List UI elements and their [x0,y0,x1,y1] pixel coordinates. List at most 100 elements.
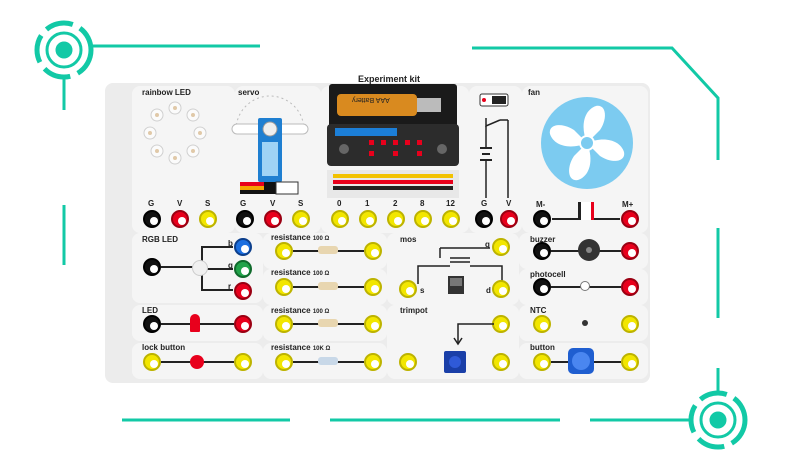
rgb-common-terminal[interactable] [143,258,161,276]
resistor-2-left-terminal[interactable] [275,278,293,296]
trimpot-center-terminal[interactable] [492,353,510,371]
resistor-4-right-terminal[interactable] [364,353,382,371]
io-pin-2-label: 2 [393,199,398,208]
ntc-label: NTC [530,306,547,315]
io-8-terminal[interactable] [414,210,432,228]
io-2-terminal[interactable] [387,210,405,228]
corner-target-bottom-right [688,368,748,450]
servo-pin-v-label: V [270,199,276,208]
io-pin-0-label: 0 [337,199,342,208]
button-left-terminal[interactable] [533,353,551,371]
resistor-4-name: resistance [271,343,311,352]
resistor-2-name: resistance [271,268,311,277]
resistor-4-left-terminal[interactable] [275,353,293,371]
resistor-3-right-terminal[interactable] [364,315,382,333]
io-pin-12-label: 12 [446,199,455,208]
lock-button-label: lock button [142,343,186,352]
lock-button-control[interactable] [190,355,204,369]
servo-label: servo [238,88,260,97]
rgb-pin-b-label: b [228,239,233,248]
mos-d-terminal[interactable] [492,280,510,298]
fan-plus-terminal[interactable] [621,210,639,228]
push-button-control[interactable] [568,348,594,374]
photocell-plus-terminal[interactable] [621,278,639,296]
rainbow-led-label: rainbow LED [142,88,191,97]
mos-pin-d-label: d [486,286,491,295]
trimpot-dial [449,356,461,368]
rgb-led-label: RGB LED [142,235,178,244]
rgb-g-terminal[interactable] [234,260,252,278]
battery-pin-v-label: V [506,199,512,208]
rgb-pin-g-label: g [228,261,233,270]
trimpot-knob[interactable] [444,351,466,373]
lock-button-left-terminal[interactable] [143,353,161,371]
led-bulb-icon [190,314,200,332]
servo-motor [231,95,309,195]
led-label: LED [142,306,158,315]
resistor-3-name: resistance [271,306,311,315]
microbit-board [327,84,459,198]
rainbow-g-terminal[interactable] [143,210,161,228]
kit-title: Experiment kit [358,74,421,84]
buzzer-icon [578,239,600,261]
rgb-b-terminal[interactable] [234,238,252,256]
ntc-right-terminal[interactable] [621,315,639,333]
button-right-terminal[interactable] [621,353,639,371]
rgb-r-terminal[interactable] [234,282,252,300]
buzzer-plus-terminal[interactable] [621,242,639,260]
push-button-cap [572,352,590,370]
battery-text: AAA Battery [352,96,390,103]
resistor-1-body [318,246,338,254]
rainbow-s-terminal[interactable] [199,210,217,228]
rainbow-pin-v-label: V [177,199,183,208]
trimpot-arrow [453,323,494,346]
servo-s-terminal[interactable] [292,210,310,228]
frame-lines-right [472,46,720,318]
photocell-icon [580,281,590,291]
rainbow-v-terminal[interactable] [171,210,189,228]
fan-label: fan [528,88,540,97]
rainbow-pin-s-label: S [205,199,211,208]
resistor-1-left-terminal[interactable] [275,242,293,260]
io-12-terminal[interactable] [442,210,460,228]
resistor-3-value: 100 Ω [312,309,330,315]
resistor-1-name: resistance [271,233,311,242]
led-plus-terminal[interactable] [234,315,252,333]
rgb-led-bulb [192,260,208,276]
trimpot-left-terminal[interactable] [399,353,417,371]
rgb-wire-r [201,289,233,291]
resistor-4-value: 10K Ω [312,346,331,352]
button-label: button [530,343,555,352]
battery-v-terminal[interactable] [500,210,518,228]
rgb-pin-r-label: r [228,282,232,291]
fan-minus-terminal[interactable] [533,210,551,228]
mos-g-terminal[interactable] [492,238,510,256]
battery-g-terminal[interactable] [475,210,493,228]
resistor-3-left-terminal[interactable] [275,315,293,333]
resistor-2-right-terminal[interactable] [364,278,382,296]
resistor-1-right-terminal[interactable] [364,242,382,260]
servo-v-terminal[interactable] [264,210,282,228]
buzzer-minus-terminal[interactable] [533,242,551,260]
photocell-label: photocell [530,270,566,279]
resistor-2-body [318,282,338,290]
trimpot-right-terminal[interactable] [492,315,510,333]
resistor-1-value: 100 Ω [312,236,330,242]
rainbow-led-ring [143,101,207,165]
resistor-1-label: resistance 100 Ω [271,233,329,242]
power-switch[interactable] [478,90,522,210]
resistor-2-value: 100 Ω [312,271,330,277]
buzzer-center [586,247,592,253]
corner-target-top-left [34,20,260,265]
io-1-terminal[interactable] [359,210,377,228]
lock-button-right-terminal[interactable] [234,353,252,371]
led-minus-terminal[interactable] [143,315,161,333]
ntc-left-terminal[interactable] [533,315,551,333]
rgb-wire-b [201,246,233,248]
photocell-minus-terminal[interactable] [533,278,551,296]
servo-g-terminal[interactable] [236,210,254,228]
mos-s-terminal[interactable] [399,280,417,298]
io-0-terminal[interactable] [331,210,349,228]
resistor-3-label: resistance 100 Ω [271,306,329,315]
